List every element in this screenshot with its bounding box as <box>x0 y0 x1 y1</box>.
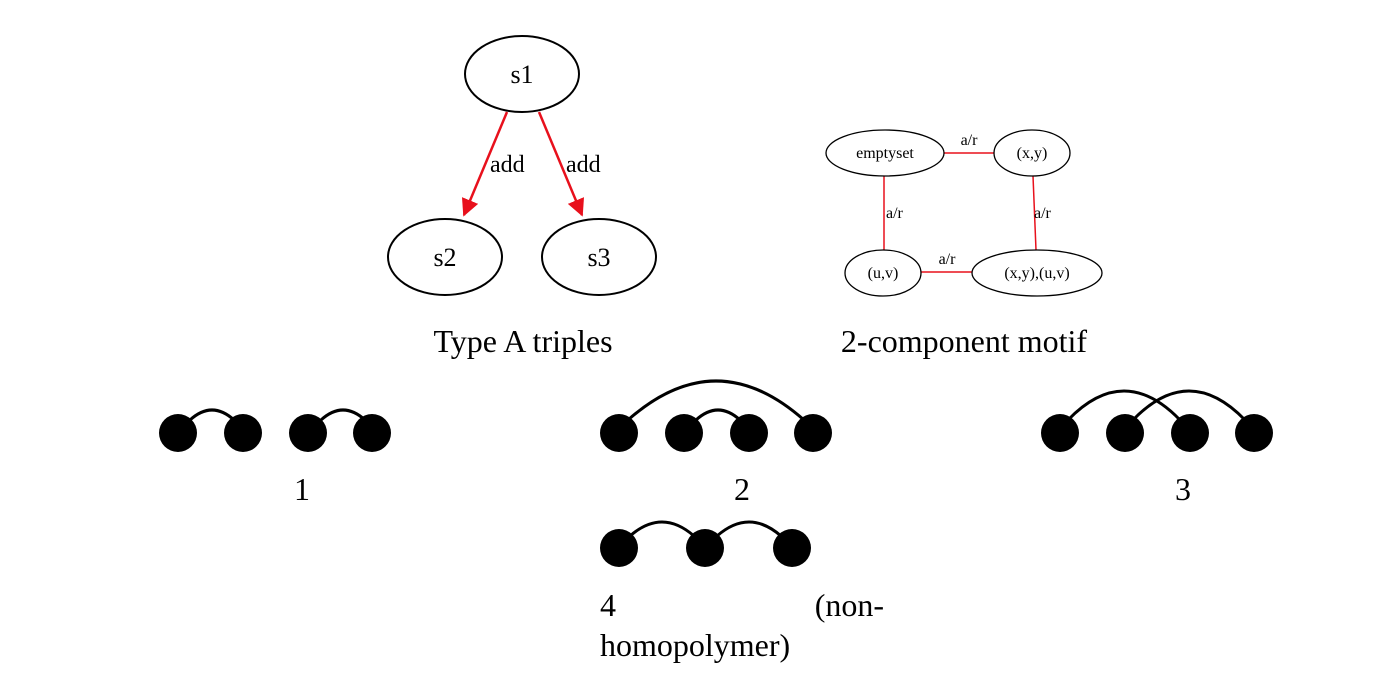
motif-node-xyuv-label: (x,y),(u,v) <box>1004 265 1069 282</box>
motif-node-uv-label: (u,v) <box>868 265 899 282</box>
pattern-2-label: 2 <box>734 471 750 507</box>
pattern-1-dot-4 <box>353 414 391 452</box>
pattern-4-dot-3 <box>773 529 811 567</box>
pattern-3-dot-4 <box>1235 414 1273 452</box>
motif-graph: a/r a/r a/r a/r emptyset (x,y) (u,v) (x,… <box>825 129 1103 359</box>
pattern-4-arc-b <box>716 520 782 538</box>
pattern-1-arc-a <box>188 408 236 422</box>
edge-label-add-left: add <box>490 152 525 178</box>
pattern-3-dot-3 <box>1171 414 1209 452</box>
motif-node-xy: (x,y) <box>993 129 1071 177</box>
motif-edge-label-right: a/r <box>1034 205 1052 222</box>
motif-edge-label-top: a/r <box>961 132 979 149</box>
pattern-1-arc-b <box>319 408 367 422</box>
pattern-1: 1 <box>159 408 391 507</box>
pattern-3-arc-a <box>1066 389 1182 422</box>
pattern-3-arc-b <box>1131 389 1247 422</box>
motif-node-xyuv: (x,y),(u,v) <box>971 249 1103 297</box>
type-a-caption: Type A triples <box>433 323 612 359</box>
motif-edge-label-bottom: a/r <box>939 251 957 268</box>
motif-caption: 2-component motif <box>841 323 1088 359</box>
pattern-2-dot-3 <box>730 414 768 452</box>
pattern-4: 4 (non- homopolymer) <box>600 520 884 663</box>
node-s2: s2 <box>387 218 503 296</box>
edge-label-add-right: add <box>566 152 601 178</box>
pattern-4-arc-a <box>629 520 695 538</box>
node-s1-label: s1 <box>510 60 533 89</box>
edge-s1-s3 <box>537 111 585 217</box>
pattern-1-dot-2 <box>224 414 262 452</box>
motif-node-xy-label: (x,y) <box>1017 145 1048 162</box>
pattern-3: 3 <box>1041 389 1273 507</box>
pattern-2-dot-2 <box>665 414 703 452</box>
type-a-graph: add add s1 s2 s3 Type A triples <box>387 35 657 359</box>
pattern-4-dot-2 <box>686 529 724 567</box>
pattern-2-arc-inner <box>694 408 742 422</box>
pattern-2: 2 <box>600 379 832 507</box>
pattern-2-dot-1 <box>600 414 638 452</box>
pattern-4-label-number: 4 <box>600 587 616 623</box>
pattern-3-dot-1 <box>1041 414 1079 452</box>
pattern-1-dot-3 <box>289 414 327 452</box>
motif-edge-right <box>1032 175 1037 251</box>
motif-node-emptyset: emptyset <box>825 129 945 177</box>
motif-node-uv: (u,v) <box>844 249 922 297</box>
pattern-2-dot-4 <box>794 414 832 452</box>
motif-edge-label-left: a/r <box>886 205 904 222</box>
pattern-3-dot-2 <box>1106 414 1144 452</box>
pattern-4-dot-1 <box>600 529 638 567</box>
node-s2-label: s2 <box>433 243 456 272</box>
node-s3-label: s3 <box>587 243 610 272</box>
edge-s1-s2 <box>461 111 509 217</box>
pattern-2-arc-outer <box>627 379 805 422</box>
pattern-1-label: 1 <box>294 471 310 507</box>
motif-node-emptyset-label: emptyset <box>856 145 914 162</box>
node-s1: s1 <box>464 35 580 113</box>
pattern-4-label-line2: homopolymer) <box>600 627 790 663</box>
pattern-4-label-paren: (non- <box>815 587 884 623</box>
pattern-3-label: 3 <box>1175 471 1191 507</box>
node-s3: s3 <box>541 218 657 296</box>
pattern-1-dot-1 <box>159 414 197 452</box>
